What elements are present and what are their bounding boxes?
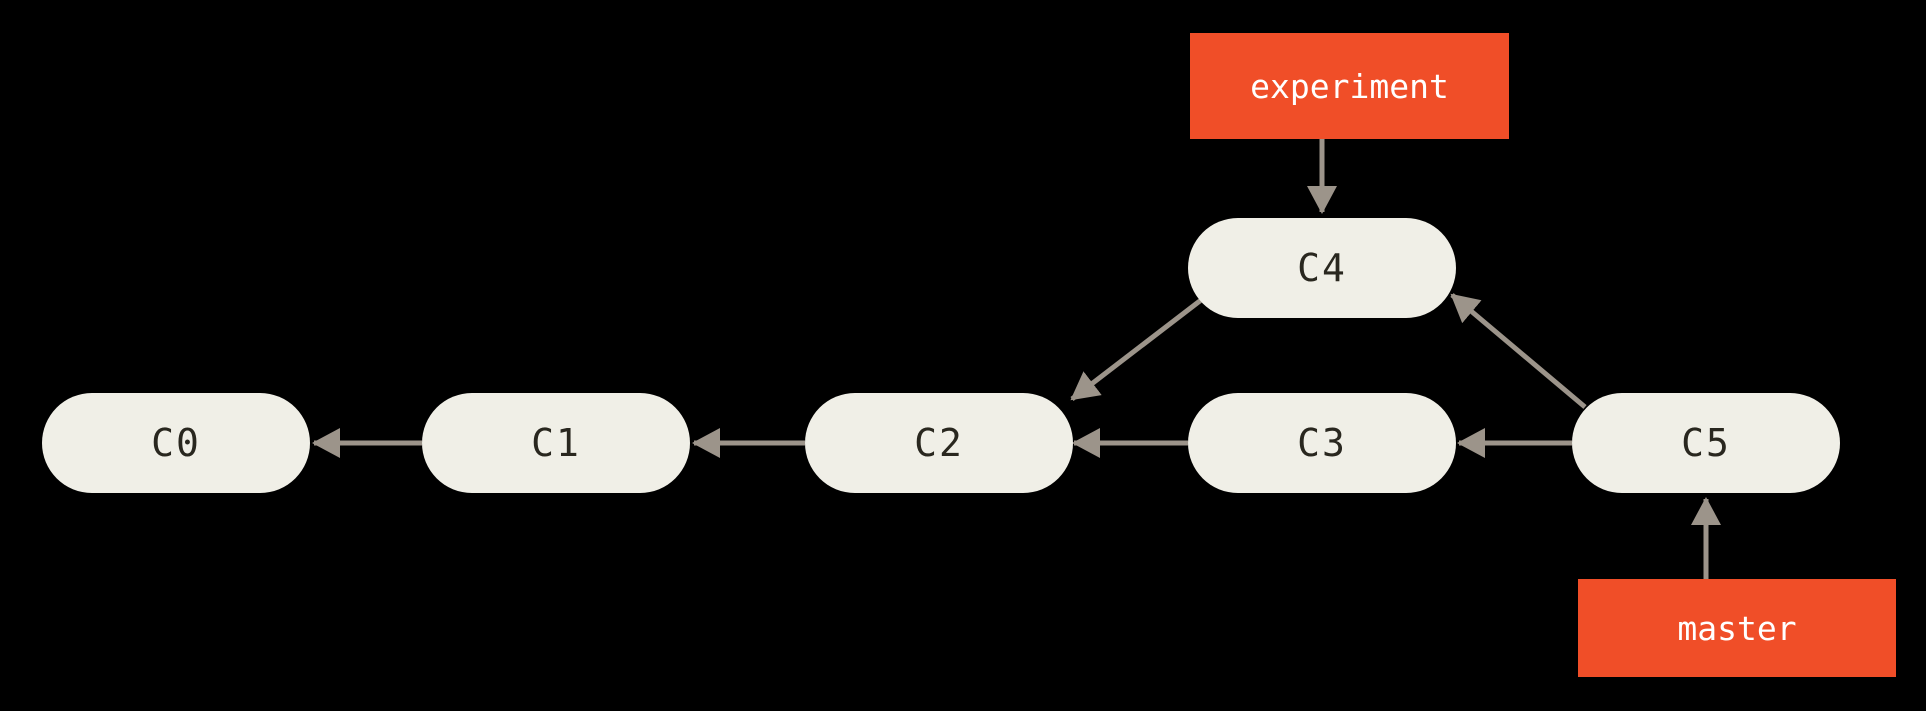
- commit-label-c5: C5: [1681, 421, 1731, 465]
- commit-node-c5: C5: [1572, 393, 1840, 493]
- branch-label-master: master: [1578, 579, 1896, 677]
- commit-label-c0: C0: [151, 421, 201, 465]
- commit-node-c4: C4: [1188, 218, 1456, 318]
- commit-node-c2: C2: [805, 393, 1073, 493]
- edge-c4-to-c2: [1070, 295, 1207, 401]
- commit-label-c3: C3: [1297, 421, 1347, 465]
- commit-label-c1: C1: [531, 421, 581, 465]
- branch-label-experiment-text: experiment: [1250, 66, 1449, 106]
- commit-label-c2: C2: [914, 421, 964, 465]
- branch-label-master-text: master: [1677, 608, 1797, 648]
- edge-c5-to-c4: [1450, 293, 1587, 409]
- commit-node-c0: C0: [42, 393, 310, 493]
- branch-label-experiment: experiment: [1190, 33, 1509, 139]
- commit-node-c1: C1: [422, 393, 690, 493]
- commit-node-c3: C3: [1188, 393, 1456, 493]
- commit-label-c4: C4: [1297, 246, 1347, 290]
